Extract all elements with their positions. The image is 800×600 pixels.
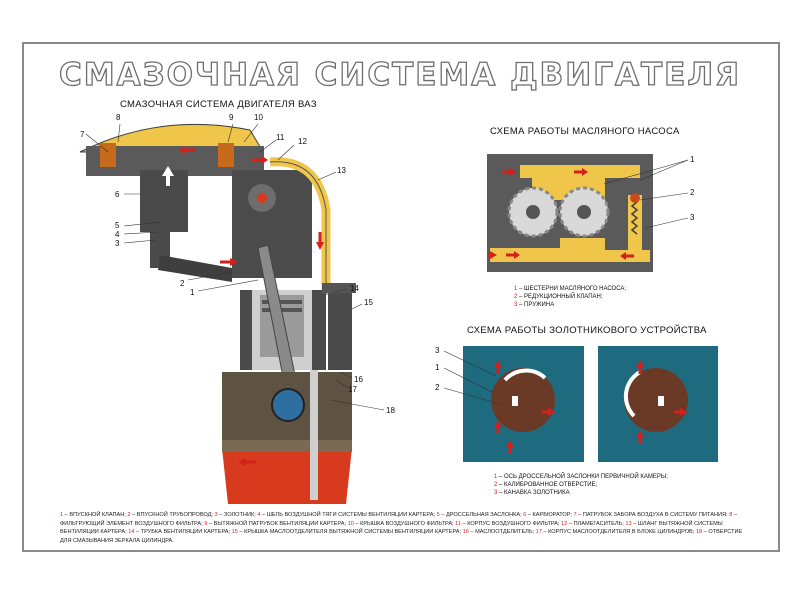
pump-callout-3: 3	[690, 213, 695, 222]
valve-legend: 1 – ОСЬ ДРОССЕЛЬНОЙ ЗАСЛОНКИ ПЕРВИЧНОЙ К…	[494, 473, 668, 497]
crankshaft	[271, 388, 305, 422]
valve-legend-item: 3 – КАНАВКА ЗОЛОТНИКА	[494, 490, 570, 496]
engine-callout-13: 13	[337, 166, 346, 175]
engine-callout-18: 18	[386, 406, 395, 415]
pump-legend: 1 – ШЕСТЕРНИ МАСЛЯНОГО НАСОСА; 2 – РЕДУК…	[514, 285, 626, 309]
valve-callout-2: 2	[435, 383, 440, 392]
engine-callout-2: 2	[180, 279, 185, 288]
sump-flange	[222, 440, 352, 452]
engine-callout-7: 7	[80, 130, 85, 139]
poster-title: СМАЗОЧНАЯ СИСТЕМА ДВИГАТЕЛЯ	[58, 56, 741, 93]
spool-groove-right	[623, 370, 642, 418]
pump-callout-2: 2	[690, 188, 695, 197]
engine-leader-lines	[85, 123, 385, 411]
carburetor	[140, 170, 188, 232]
valve-leader-lines	[443, 350, 501, 405]
engine-callout-1: 1	[190, 288, 195, 297]
engine-callout-3: 3	[115, 239, 120, 248]
engine-callout-15: 15	[364, 298, 373, 307]
pump-inlet-channel	[520, 165, 640, 200]
block-wall-right	[312, 290, 326, 370]
pump-callout-1: 1	[690, 155, 695, 164]
calibrated-hole-right	[658, 396, 664, 406]
air-filter-cover	[79, 123, 263, 153]
valve-legend-item: 2 – КАЛИБРОВАННОЕ ОТВЕРСТИЕ;	[494, 482, 598, 488]
spool-left	[491, 368, 555, 432]
engine-callout-10: 10	[254, 113, 263, 122]
valve-callout-1: 1	[435, 363, 440, 372]
engine-air-arrows	[116, 166, 206, 253]
engine-diagram-heading: СМАЗОЧНАЯ СИСТЕМА ДВИГАТЕЛЯ ВАЗ	[120, 99, 317, 110]
valve-legend-item: 1 – ОСЬ ДРОССЕЛЬНОЙ ЗАСЛОНКИ ПЕРВИЧНОЙ К…	[494, 474, 668, 480]
engine-callout-9: 9	[229, 113, 234, 122]
spool-right	[624, 368, 688, 432]
engine-callout-11: 11	[276, 133, 285, 142]
relief-valve-ball	[630, 193, 640, 203]
pump-flow-arrows	[488, 168, 634, 260]
pump-gear-right-hub	[577, 205, 591, 219]
oil-pump-heading: СХЕМА РАБОТЫ МАСЛЯНОГО НАСОСА	[490, 126, 680, 137]
dipstick	[310, 370, 318, 500]
spool-valve-heading: СХЕМА РАБОТЫ ЗОЛОТНИКОВОГО УСТРОЙСТВА	[467, 325, 707, 336]
calibrated-hole-left	[512, 396, 518, 406]
pump-legend-item: 1 – ШЕСТЕРНИ МАСЛЯНОГО НАСОСА;	[514, 286, 627, 292]
engine-callout-4: 4	[115, 230, 120, 239]
block-wall-left	[240, 290, 252, 370]
relief-valve-channel	[628, 195, 642, 257]
engine-callout-17: 17	[348, 385, 357, 394]
oil-separator	[328, 290, 352, 370]
engine-callout-8: 8	[116, 113, 121, 122]
poster-frame	[22, 42, 780, 552]
piston-ring-2	[262, 308, 302, 312]
engine-callout-16: 16	[354, 375, 363, 384]
engine-callout-6: 6	[115, 190, 120, 199]
footer-legend: 1 – ВПУСКНОЙ КЛАПАН; 2 – ВПУСКНОЙ ТРУБОП…	[60, 512, 743, 544]
pump-gear-left-hub	[526, 205, 540, 219]
breather-hose-outline	[269, 161, 327, 295]
spool-groove-left	[503, 368, 547, 382]
pump-legend-item: 3 – ПРУЖИНА	[514, 302, 555, 308]
camshaft-oil-point	[257, 193, 267, 203]
engine-flow-arrows	[178, 146, 324, 466]
pump-leader-lines	[603, 159, 689, 229]
engine-callout-5: 5	[115, 221, 120, 230]
engine-callout-14: 14	[350, 284, 359, 293]
relief-spring	[630, 197, 639, 235]
valve-callout-3: 3	[435, 346, 440, 355]
cylinder-head	[232, 170, 312, 278]
engine-callout-12: 12	[298, 137, 307, 146]
valve-flow-arrows	[494, 360, 688, 454]
pump-legend-item: 2 – РЕДУКЦИОННЫЙ КЛАПАН;	[514, 294, 603, 300]
oil-separator-cover	[322, 283, 356, 293]
filter-element-right	[218, 143, 234, 167]
pump-outlet-channel	[490, 238, 650, 262]
piston-ring-1	[262, 300, 302, 304]
